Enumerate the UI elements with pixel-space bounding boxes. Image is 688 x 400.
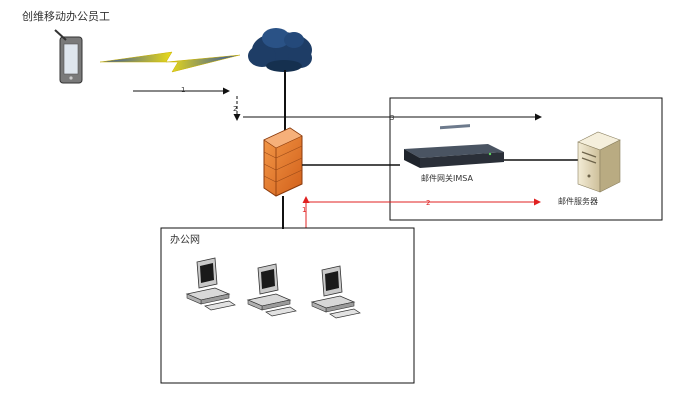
- desktop-computer-icon: [246, 263, 297, 317]
- internet-cloud-icon: [248, 28, 312, 72]
- office-network-box: [160, 227, 415, 384]
- wireless-lightning-icon: [99, 51, 241, 73]
- mail-server-label: 邮件服务器: [558, 196, 598, 206]
- server-zone-box: [389, 97, 663, 221]
- step-3-label: 3: [390, 114, 394, 122]
- mobile-phone-icon: [54, 29, 83, 84]
- desktop-computer-icon: [310, 265, 361, 319]
- step-2-label: 2: [233, 105, 237, 113]
- firewall-icon: [263, 127, 303, 197]
- step-1-label: 1: [181, 86, 185, 94]
- red-step-2-label: 2: [426, 199, 430, 207]
- mail-server-icon: [577, 131, 621, 193]
- mobile-employee-label: 创维移动办公员工: [22, 10, 110, 23]
- mail-gateway-icon: [404, 124, 504, 168]
- red-step-1-label: 1: [302, 206, 306, 214]
- desktop-computer-icon: [185, 257, 236, 311]
- mail-gateway-label: 邮件网关IMSA: [421, 173, 473, 183]
- office-network-label: 办公网: [170, 233, 200, 246]
